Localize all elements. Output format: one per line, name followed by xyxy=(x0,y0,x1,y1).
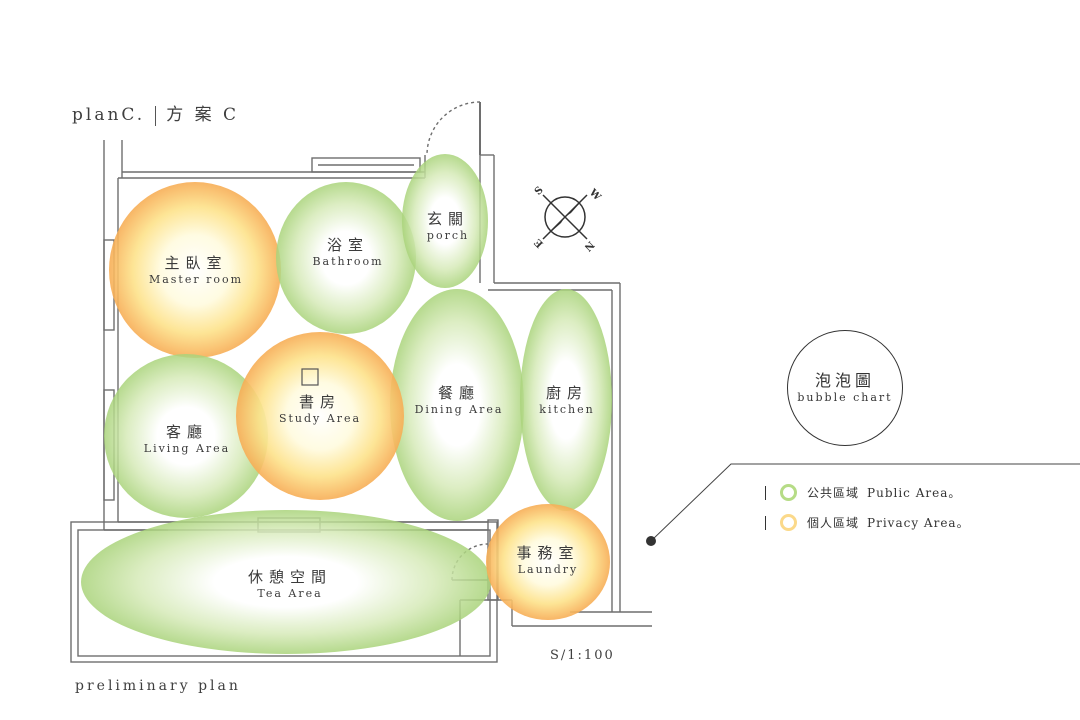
room-label-laundry: 事務室 Laundry xyxy=(516,544,580,576)
bubble-study-area xyxy=(236,332,404,500)
bubble-living-area xyxy=(104,354,268,518)
scale-label: S/1:100 xyxy=(550,648,615,663)
room-label-porch: 玄關 porch xyxy=(426,210,470,242)
title-en: planC. xyxy=(72,105,146,125)
room-label-dining-area: 餐廳 Dining Area xyxy=(414,384,504,416)
title-divider xyxy=(155,105,157,126)
legend-connector xyxy=(646,463,1080,546)
bubble-tea-area xyxy=(81,510,491,654)
bubble-dining-area xyxy=(390,289,524,521)
legend-public: 公共區域 Public Area。 xyxy=(765,484,961,501)
bubble-kitchen xyxy=(520,289,612,511)
bubble-master-room xyxy=(109,182,281,358)
plan-subtitle: preliminary plan xyxy=(75,678,241,694)
privacy-area-swatch xyxy=(780,514,797,531)
bubble-porch xyxy=(402,154,488,288)
room-label-study-area: 書房 Study Area xyxy=(278,393,362,425)
room-label-bathroom: 浴室 Bathroom xyxy=(312,236,384,268)
bubble-laundry xyxy=(486,504,610,620)
compass-letter-w: W xyxy=(586,187,603,204)
legend-private: 個人區域 Privacy Area。 xyxy=(765,514,970,531)
page-title: planC. 方 案 C xyxy=(72,100,239,126)
bubble-chart-badge: 泡泡圖 bubble chart xyxy=(787,330,903,446)
compass-icon: S W E N xyxy=(532,185,603,253)
public-area-swatch xyxy=(780,484,797,501)
bubble-bathroom xyxy=(276,182,416,334)
bubbles xyxy=(81,154,612,654)
compass-letter-n: N xyxy=(582,239,596,253)
room-label-kitchen: 廚房 kitchen xyxy=(539,384,595,416)
study-marker xyxy=(301,368,319,386)
room-label-master-room: 主臥室 Master room xyxy=(148,254,244,286)
title-zh: 方 案 C xyxy=(166,105,240,125)
walls xyxy=(70,101,652,663)
room-label-living-area: 客廳 Living Area xyxy=(143,423,231,455)
room-label-tea-area: 休憩空間 Tea Area xyxy=(247,568,333,600)
